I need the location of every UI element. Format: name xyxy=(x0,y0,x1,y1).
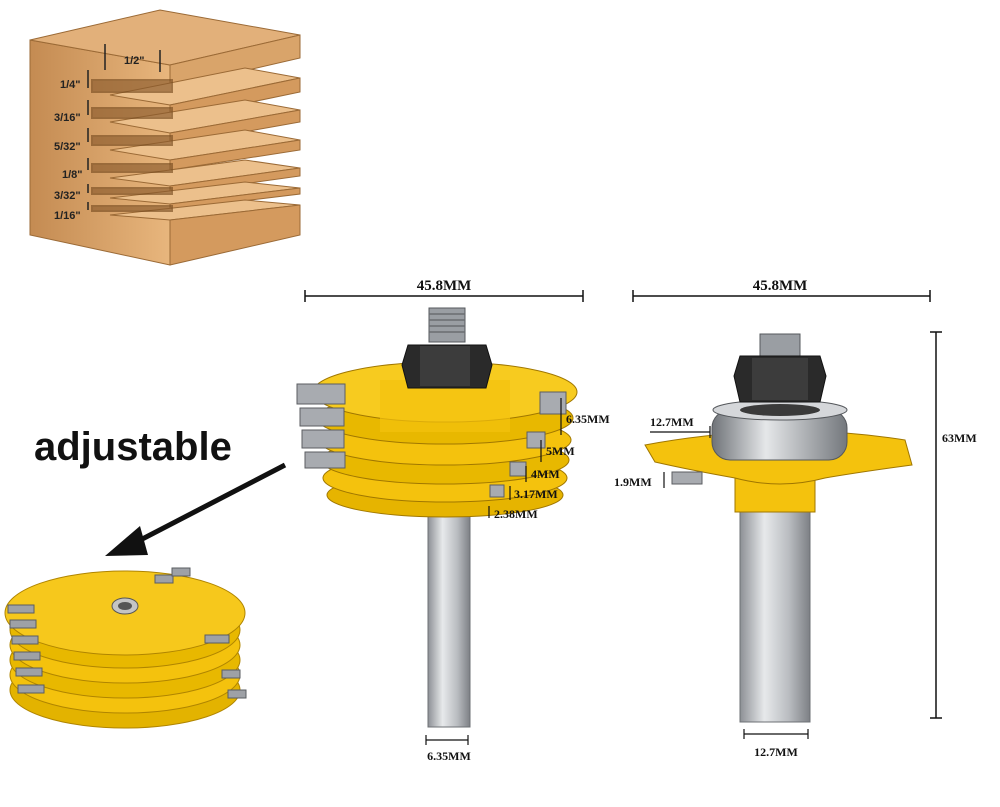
left-cutter-label-1: 5MM xyxy=(546,444,575,458)
adjustable-label: adjustable xyxy=(34,425,232,469)
wood-label-3-16: 3/16" xyxy=(54,112,81,124)
left-shank-label: 6.35MM xyxy=(427,749,471,763)
wood-slats xyxy=(109,34,301,266)
wood-block-figure: 1/2" 1/4" 3/16" 5/32" 1/8" 3/32" 1/16" xyxy=(29,9,301,266)
wood-label-3-32: 3/32" xyxy=(54,190,81,202)
wood-label-5-32: 5/32" xyxy=(54,141,81,153)
cutter-stack-figure xyxy=(4,567,247,729)
left-cutter-label-3: 3.17MM xyxy=(514,487,558,501)
wood-label-1-2: 1/2" xyxy=(124,55,145,67)
right-cutter-label: 1.9MM xyxy=(614,475,652,489)
left-cutter-label-0: 6.35MM xyxy=(566,412,610,426)
wood-label-1-4: 1/4" xyxy=(60,79,81,91)
router-bit-left: 45.8MM xyxy=(296,278,610,763)
right-bearing-label: 12.7MM xyxy=(650,415,694,429)
left-cutter-label-2: 4MM xyxy=(531,467,560,481)
adjustable-arrow xyxy=(105,462,287,556)
right-shank-label: 12.7MM xyxy=(754,745,798,759)
wood-label-1-8: 1/8" xyxy=(62,169,83,181)
right-width-label: 45.8MM xyxy=(753,278,808,294)
left-shank xyxy=(427,504,471,728)
right-height-label: 63MM xyxy=(942,431,977,445)
right-shank xyxy=(739,499,811,723)
left-width-label: 45.8MM xyxy=(417,278,472,294)
router-bit-right: 45.8MM 63MM 12.7MM 1.9MM xyxy=(614,278,977,759)
left-cutter-label-4: 2.38MM xyxy=(494,507,538,521)
wood-label-1-16: 1/16" xyxy=(54,210,81,222)
